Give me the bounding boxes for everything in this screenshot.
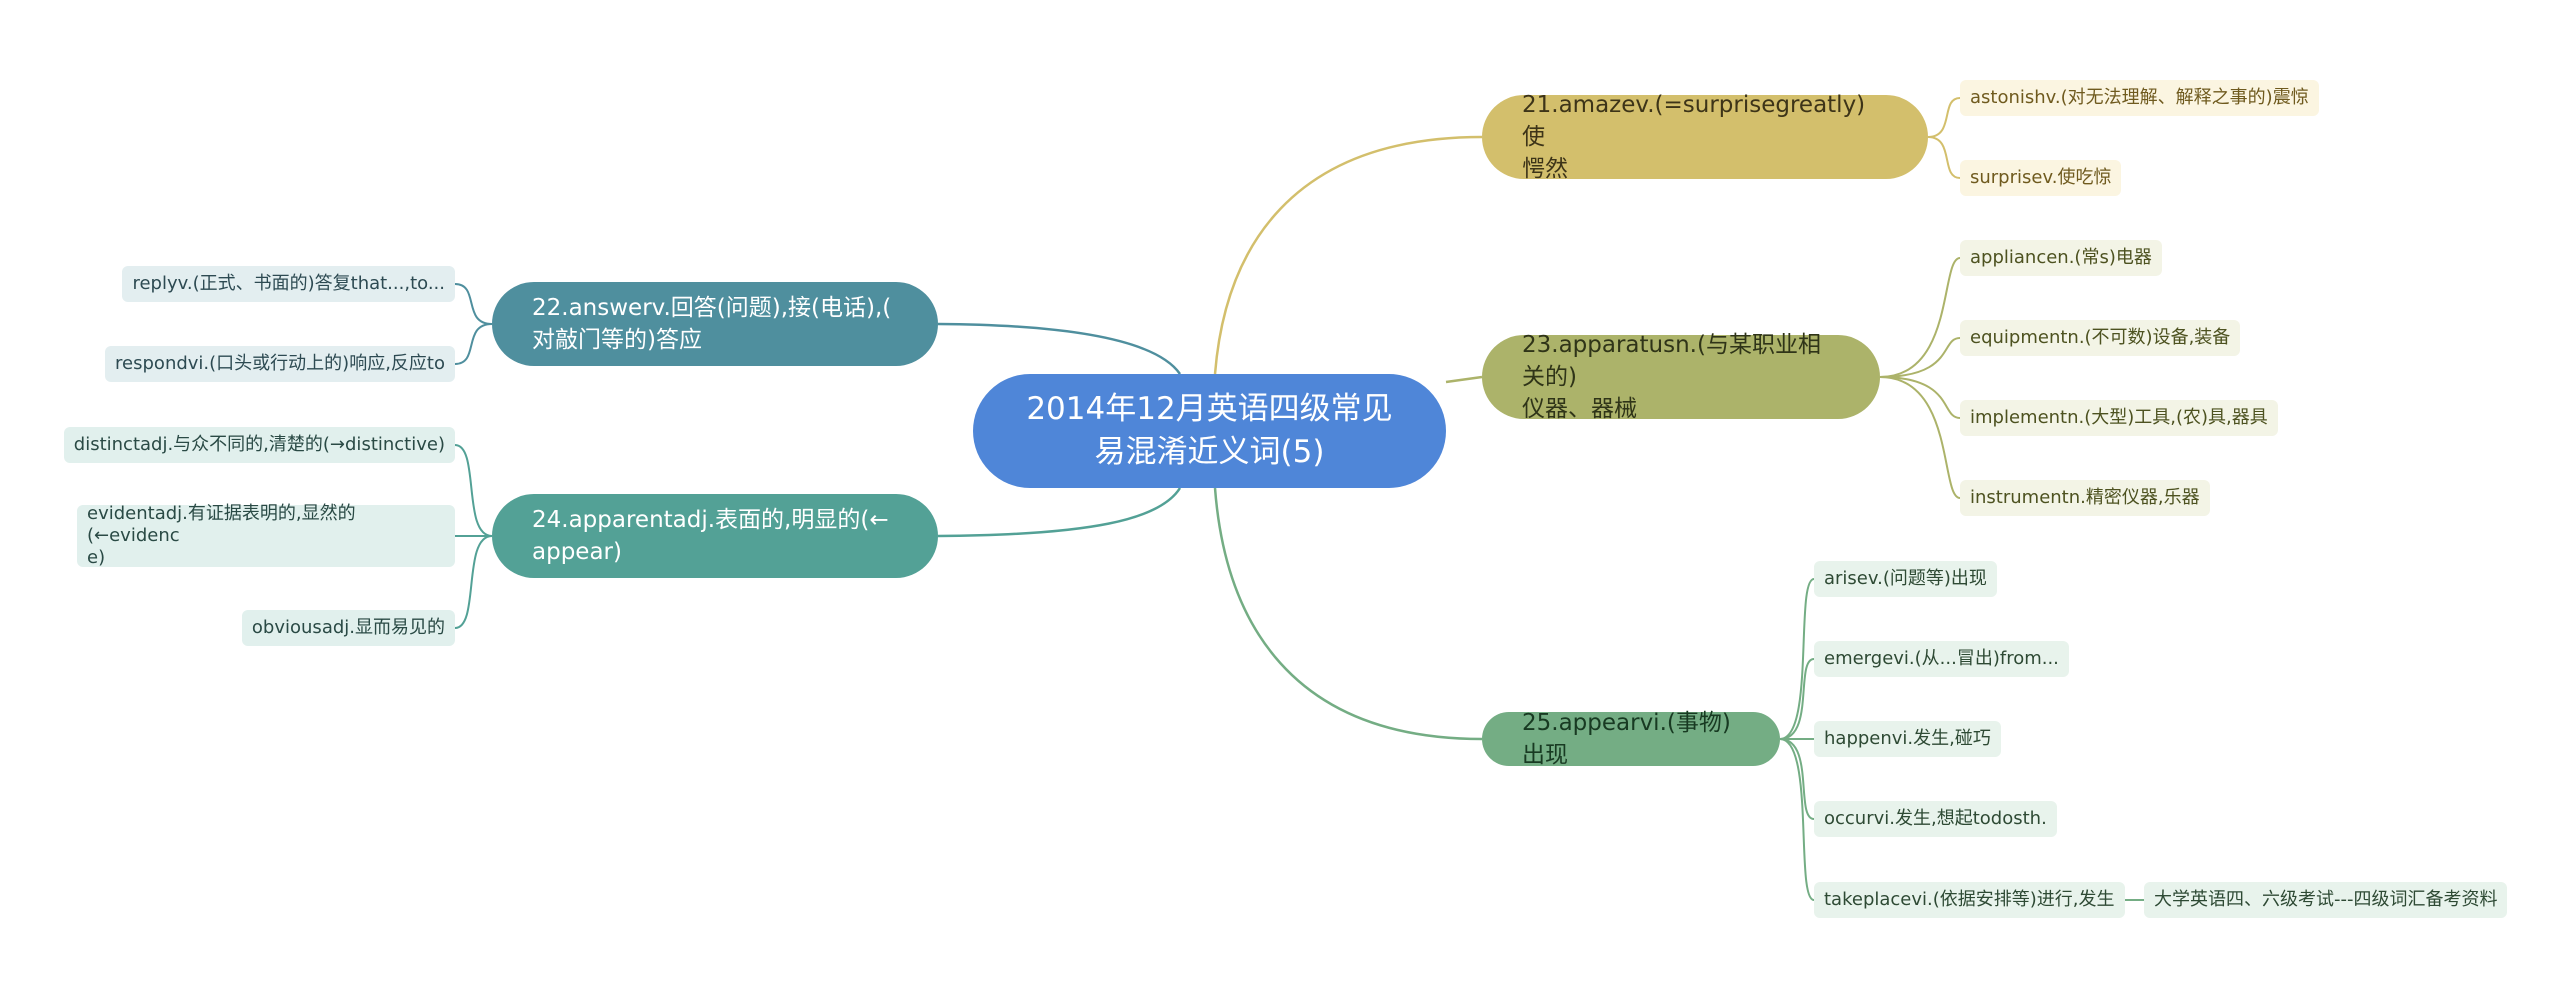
leaf-24-1[interactable]: distinctadj.与众不同的,清楚的(→distinctive) [63, 427, 455, 463]
leaf-25-5[interactable]: takeplacevi.(依据安排等)进行,发生 [1814, 882, 2125, 918]
branch-24-apparent[interactable]: 24.apparentadj.表面的,明显的(← appear) [492, 494, 938, 578]
link-root-21 [1213, 135, 1483, 375]
link-23-leaf-2 [1879, 337, 1961, 378]
link-root-23 [1445, 375, 1483, 384]
link-23-leaf-1 [1879, 257, 1961, 378]
leaf-23-4[interactable]: instrumentn.精密仪器,乐器 [1960, 480, 2210, 516]
leaf-25-4[interactable]: occurvi.发生,想起todosth. [1814, 801, 2057, 837]
leaf-25-1[interactable]: arisev.(问题等)出现 [1814, 561, 1997, 597]
link-21-leaf-1 [1927, 97, 1961, 138]
link-root-24 [937, 487, 1182, 538]
leaf-22-1[interactable]: replyv.(正式、书面的)答复that...,to... [122, 266, 455, 302]
link-22-leaf-2 [454, 323, 493, 365]
leaf-25-3[interactable]: happenvi.发生,碰巧 [1814, 721, 2001, 757]
leaf-25-5-sub[interactable]: 大学英语四、六级考试---四级词汇备考资料 [2144, 882, 2508, 918]
leaf-21-2[interactable]: surprisev.使吃惊 [1960, 160, 2122, 196]
link-root-22 [937, 322, 1182, 375]
link-24-leaf-3 [454, 535, 493, 629]
leaf-23-2[interactable]: equipmentn.(不可数)设备,装备 [1960, 320, 2241, 356]
link-root-25 [1213, 487, 1483, 741]
leaf-23-3[interactable]: implementn.(大型)工具,(农)具,器具 [1960, 400, 2278, 436]
branch-22-answer[interactable]: 22.answerv.回答(问题),接(电话),( 对敲门等的)答应 [492, 282, 938, 366]
leaf-24-2[interactable]: evidentadj.有证据表明的,显然的(←evidenc e) [77, 503, 455, 568]
link-21-leaf-2 [1927, 136, 1961, 179]
link-24-leaf-1 [454, 444, 493, 537]
leaf-21-1[interactable]: astonishv.(对无法理解、解释之事的)震惊 [1960, 80, 2319, 116]
link-25-leaf-1 [1779, 578, 1815, 740]
link-23-leaf-3 [1879, 376, 1961, 419]
branch-21-amaze[interactable]: 21.amazev.(=surprisegreatly)使 愕然 [1482, 92, 1928, 182]
branch-25-appear[interactable]: 25.appearvi.(事物)出现 [1482, 710, 1780, 768]
leaf-23-1[interactable]: appliancen.(常s)电器 [1960, 240, 2162, 276]
branch-23-apparatus[interactable]: 23.apparatusn.(与某职业相关的) 仪器、器械 [1482, 332, 1880, 422]
link-22-leaf-1 [454, 283, 493, 325]
root-topic[interactable]: 2014年12月英语四级常见 易混淆近义词(5) [973, 374, 1446, 488]
link-25-leaf-2 [1779, 658, 1815, 740]
link-25-leaf-4 [1779, 738, 1815, 820]
leaf-22-2[interactable]: respondvi.(口头或行动上的)响应,反应to [105, 346, 455, 382]
leaf-25-2[interactable]: emergevi.(从...冒出)from... [1814, 641, 2069, 677]
link-25-leaf-5 [1779, 738, 1815, 901]
leaf-24-3[interactable]: obviousadj.显而易见的 [241, 610, 455, 646]
link-23-leaf-4 [1879, 376, 1961, 499]
